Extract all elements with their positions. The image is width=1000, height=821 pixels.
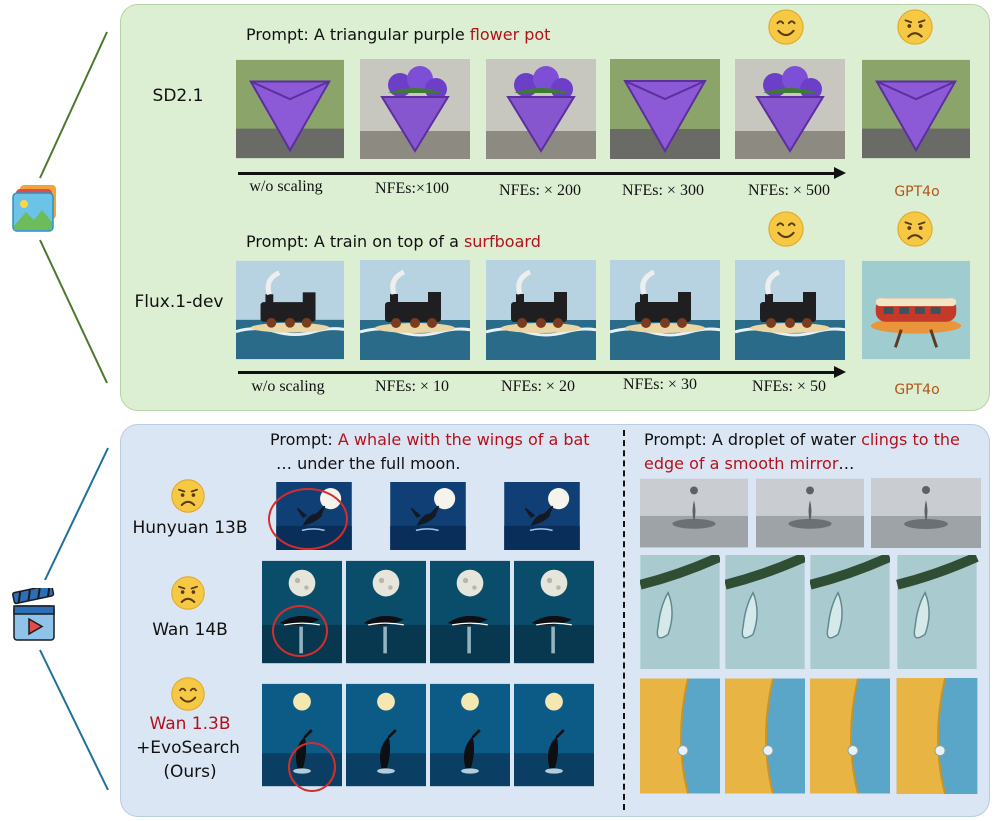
model-label-wan14: Wan 14B xyxy=(152,620,228,640)
tick-label: NFEs: × 50 xyxy=(752,378,826,395)
flux-image-gpt4o xyxy=(862,256,970,364)
wan14-droplet-frame-2 xyxy=(725,555,805,669)
hunyuan-droplet-frame-1 xyxy=(640,478,748,548)
flux-image-nfe20 xyxy=(486,256,596,364)
picture-stack-icon xyxy=(12,182,62,234)
smiling-face-icon xyxy=(767,8,805,46)
sd21-image-gpt4o xyxy=(862,55,970,163)
hunyuan-droplet-frame-2 xyxy=(756,478,864,548)
tick-label: NFEs: × 20 xyxy=(501,378,575,395)
wan14-whale-frame-3 xyxy=(430,555,510,669)
flux-image-nfe10 xyxy=(360,256,470,364)
sd21-image-nfe100 xyxy=(360,55,470,163)
smiling-face-icon xyxy=(170,676,206,712)
scaling-arrowhead-row1 xyxy=(834,167,846,179)
prompt-droplet-line2: edge of a smooth mirror… xyxy=(644,454,855,473)
sd21-image-nfe200 xyxy=(486,55,596,163)
scaling-arrowhead-row2 xyxy=(834,366,846,378)
model-label-ours: (Ours) xyxy=(163,762,217,782)
worried-face-icon xyxy=(170,575,206,611)
tick-label: NFEs: × 200 xyxy=(499,182,581,199)
evosearch-droplet-frame-1 xyxy=(640,678,720,794)
success-highlight-circle xyxy=(288,742,336,792)
scaling-arrow-row2 xyxy=(238,371,836,374)
evosearch-droplet-frame-2 xyxy=(725,678,805,794)
evosearch-droplet-frame-4 xyxy=(895,678,979,794)
tick-label: w/o scaling xyxy=(249,178,323,195)
prompt-droplet-line1: Prompt: A droplet of water clings to the xyxy=(644,430,960,449)
divider-dashed xyxy=(623,430,625,810)
hunyuan-whale-frame-2 xyxy=(375,482,481,550)
worried-face-icon xyxy=(896,210,934,248)
wan14-whale-frame-2 xyxy=(346,555,426,669)
evosearch-whale-frame-3 xyxy=(430,676,510,794)
smiling-face-icon xyxy=(767,210,805,248)
model-label-hunyuan: Hunyuan 13B xyxy=(132,518,248,538)
model-label-evosearch: +EvoSearch xyxy=(136,738,240,758)
flux-image-nfe30 xyxy=(610,256,720,364)
wan14-droplet-frame-3 xyxy=(810,555,890,669)
failure-highlight-circle xyxy=(272,605,328,657)
model-label-wan13: Wan 1.3B xyxy=(149,714,231,734)
prompt-row2: Prompt: A train on top of a surfboard xyxy=(246,232,541,251)
tick-label: NFEs: × 10 xyxy=(375,378,449,395)
wan14-droplet-frame-4 xyxy=(895,555,979,669)
tick-label: NFEs: × 30 xyxy=(623,376,697,393)
worried-face-icon xyxy=(896,8,934,46)
failure-highlight-circle xyxy=(268,488,348,550)
tick-label: NFEs: × 500 xyxy=(748,182,830,199)
gpt4o-label: GPT4o xyxy=(894,382,940,398)
model-label-sd21: SD2.1 xyxy=(152,86,204,106)
scaling-arrow-row1 xyxy=(238,172,836,175)
flux-image-baseline xyxy=(236,256,344,364)
flux-image-nfe50 xyxy=(735,256,845,364)
prompt-whale-line2: … under the full moon. xyxy=(276,454,461,473)
sd21-image-baseline xyxy=(236,55,344,163)
tick-label: NFEs:×100 xyxy=(375,180,449,197)
evosearch-whale-frame-2 xyxy=(346,676,426,794)
prompt-whale-line1: Prompt: A whale with the wings of a bat xyxy=(270,430,590,449)
hunyuan-whale-frame-3 xyxy=(489,482,595,550)
hunyuan-droplet-frame-3 xyxy=(871,478,981,548)
sd21-image-nfe300 xyxy=(610,55,720,163)
tick-label: w/o scaling xyxy=(251,378,325,395)
evosearch-whale-frame-4 xyxy=(514,676,594,794)
wan14-droplet-frame-1 xyxy=(640,555,720,669)
clapperboard-icon xyxy=(10,584,60,644)
prompt-row1: Prompt: A triangular purple flower pot xyxy=(246,25,551,44)
model-label-flux: Flux.1-dev xyxy=(134,292,224,312)
tick-label: NFEs: × 300 xyxy=(622,182,704,199)
sd21-image-nfe500 xyxy=(735,55,845,163)
connector-lines xyxy=(39,31,109,791)
evosearch-droplet-frame-3 xyxy=(810,678,890,794)
gpt4o-label: GPT4o xyxy=(894,184,940,200)
wan14-whale-frame-4 xyxy=(514,555,594,669)
worried-face-icon xyxy=(170,478,206,514)
